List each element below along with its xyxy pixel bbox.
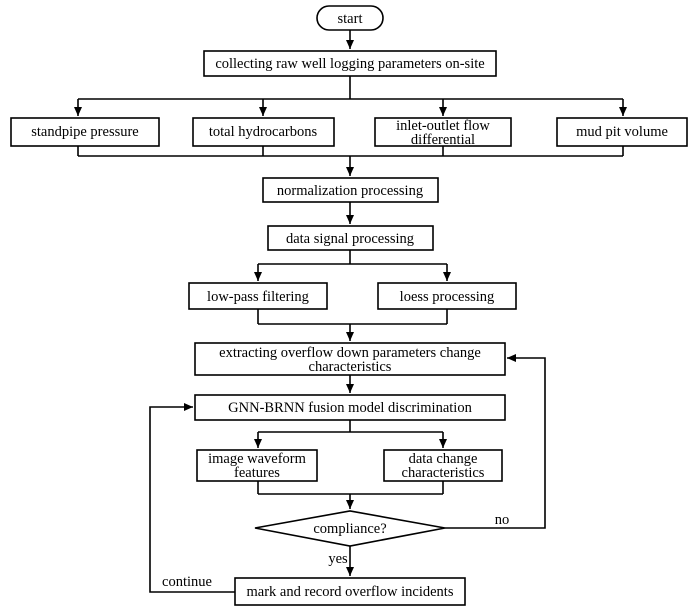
gnn-label: GNN-BRNN fusion model discrimination	[228, 400, 472, 416]
normalization-label: normalization processing	[277, 183, 423, 199]
extract-label-line1: extracting overflow down parameters chan…	[219, 345, 481, 361]
image-waveform-label-line2: features	[234, 465, 280, 481]
loess-box	[377, 282, 517, 310]
arrow-no-loop	[445, 354, 546, 529]
mud-pit-label: mud pit volume	[576, 124, 668, 140]
loess-node: loess processing	[377, 282, 517, 310]
gnn-node: GNN-BRNN fusion model discrimination	[194, 394, 506, 421]
standpipe-node: standpipe pressure	[10, 117, 160, 147]
data-change-label-line1: data change	[409, 451, 478, 467]
standpipe-label: standpipe pressure	[31, 124, 139, 140]
image-waveform-node: image waveform features	[196, 449, 318, 482]
lowpass-node: low-pass filtering	[188, 282, 328, 310]
start-node: start	[316, 5, 384, 31]
extract-box	[194, 342, 506, 376]
mark-label: mark and record overflow incidents	[247, 584, 454, 600]
collect-box	[203, 50, 497, 77]
standpipe-box	[10, 117, 160, 147]
inlet-outlet-box	[374, 117, 512, 147]
inlet-outlet-node: inlet-outlet flow differential	[374, 117, 512, 148]
hydrocarbons-node: total hydrocarbons	[192, 117, 335, 147]
hydrocarbons-box	[192, 117, 335, 147]
hydrocarbons-label: total hydrocarbons	[209, 124, 318, 140]
edge-label-no: no	[495, 512, 510, 528]
signal-label: data signal processing	[286, 231, 414, 247]
collect-node: collecting raw well logging parameters o…	[203, 50, 497, 77]
normalization-box	[262, 177, 439, 203]
data-change-label-line2: characteristics	[402, 465, 485, 481]
image-waveform-label-line1: image waveform	[208, 451, 307, 467]
normalization-node: normalization processing	[262, 177, 439, 203]
loess-label: loess processing	[400, 289, 495, 305]
compliance-node: compliance?	[254, 510, 446, 547]
mud-pit-box	[556, 117, 688, 147]
mark-box	[234, 577, 466, 606]
gnn-box	[194, 394, 506, 421]
image-waveform-box	[196, 449, 318, 482]
signal-node: data signal processing	[267, 225, 434, 251]
connectors	[74, 30, 627, 593]
mud-pit-node: mud pit volume	[556, 117, 688, 147]
edge-label-continue: continue	[162, 574, 212, 590]
extract-node: extracting overflow down parameters chan…	[194, 342, 506, 376]
arrow-continue-loop	[149, 403, 235, 593]
data-change-box	[383, 449, 503, 482]
inlet-outlet-label-line2: differential	[411, 132, 475, 148]
compliance-label: compliance?	[313, 521, 386, 537]
lowpass-box	[188, 282, 328, 310]
start-label: start	[338, 11, 363, 27]
mark-node: mark and record overflow incidents	[234, 577, 466, 606]
collect-label: collecting raw well logging parameters o…	[215, 56, 484, 72]
signal-box	[267, 225, 434, 251]
data-change-node: data change characteristics	[383, 449, 503, 482]
compliance-diamond	[254, 510, 446, 547]
extract-label-line2: characteristics	[309, 359, 392, 375]
inlet-outlet-label-line1: inlet-outlet flow	[396, 118, 490, 134]
lowpass-label: low-pass filtering	[207, 289, 309, 305]
edge-label-yes: yes	[328, 551, 348, 567]
start-terminal	[316, 5, 384, 31]
